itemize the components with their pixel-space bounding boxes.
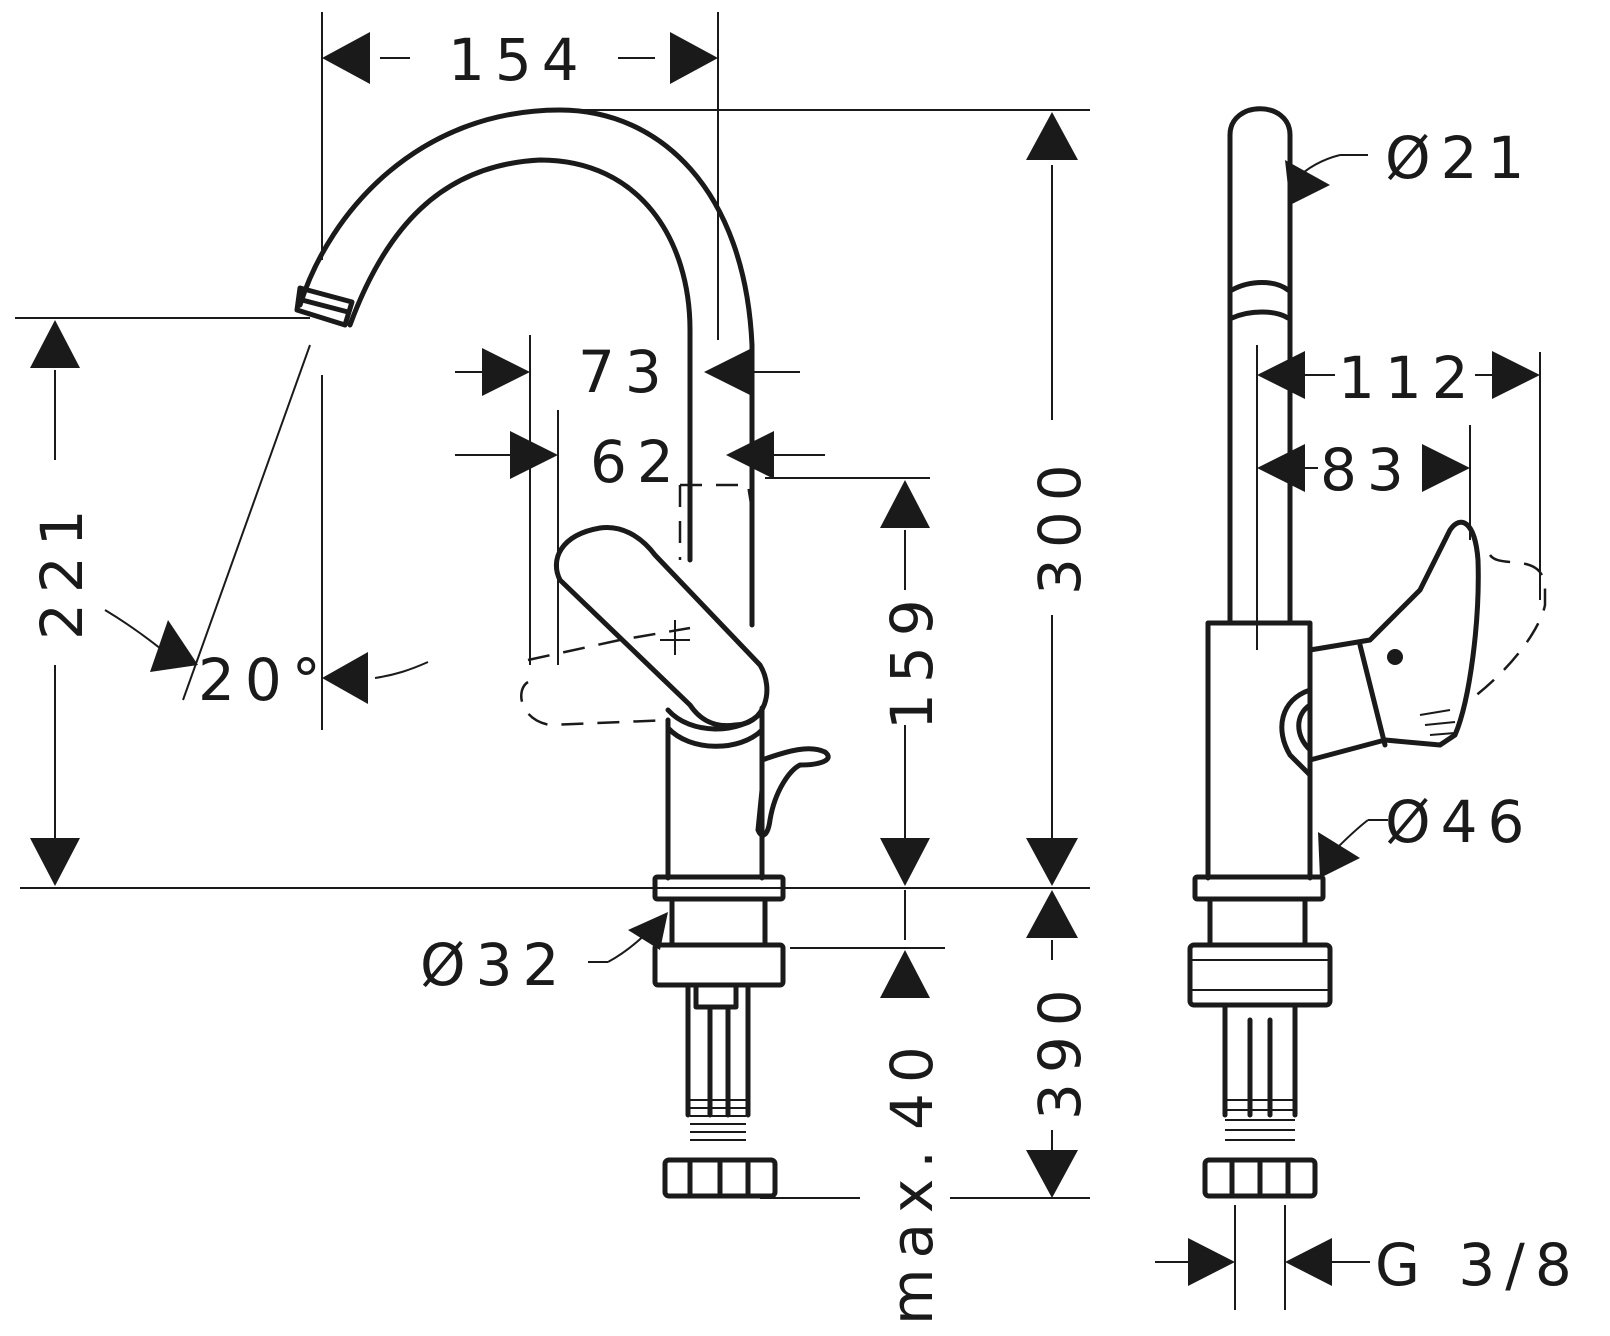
side-view xyxy=(1187,106,1547,1199)
label-max-prefix: max. xyxy=(878,1140,946,1325)
label-thread-g38: G 3/8 xyxy=(1375,1231,1582,1299)
label-300: 300 xyxy=(1026,454,1094,595)
label-159: 159 xyxy=(878,589,946,730)
label-diameter-46: Ø46 xyxy=(1385,788,1534,856)
label-diameter-32: Ø32 xyxy=(420,931,569,999)
front-view xyxy=(294,107,831,1199)
dimension-labels: 154 300 221 20° 73 62 159 Ø32 40 max. 39… xyxy=(28,26,1582,1325)
handle-alt-position xyxy=(520,626,691,727)
label-112: 112 xyxy=(1338,344,1479,412)
side-handle xyxy=(1307,519,1481,763)
label-diameter-21: Ø21 xyxy=(1385,124,1534,192)
label-154: 154 xyxy=(448,26,589,94)
label-73: 73 xyxy=(578,338,672,406)
spout-outer xyxy=(297,107,755,628)
label-390: 390 xyxy=(1026,979,1094,1120)
dimension-lines xyxy=(15,12,1541,1310)
side-lever xyxy=(755,746,831,838)
label-max-40: 40 xyxy=(878,1036,946,1130)
label-221: 221 xyxy=(28,499,96,640)
label-62: 62 xyxy=(590,428,684,496)
side-handle-alt xyxy=(1469,554,1547,701)
label-83: 83 xyxy=(1320,436,1414,504)
side-spout xyxy=(1227,106,1293,623)
label-20-deg: 20° xyxy=(198,646,331,714)
supply-hoses xyxy=(685,982,751,1118)
side-body xyxy=(1205,620,1313,881)
spout-inner xyxy=(347,157,693,563)
body-column xyxy=(665,705,765,881)
spout-tip xyxy=(294,285,355,328)
handle xyxy=(553,524,770,729)
